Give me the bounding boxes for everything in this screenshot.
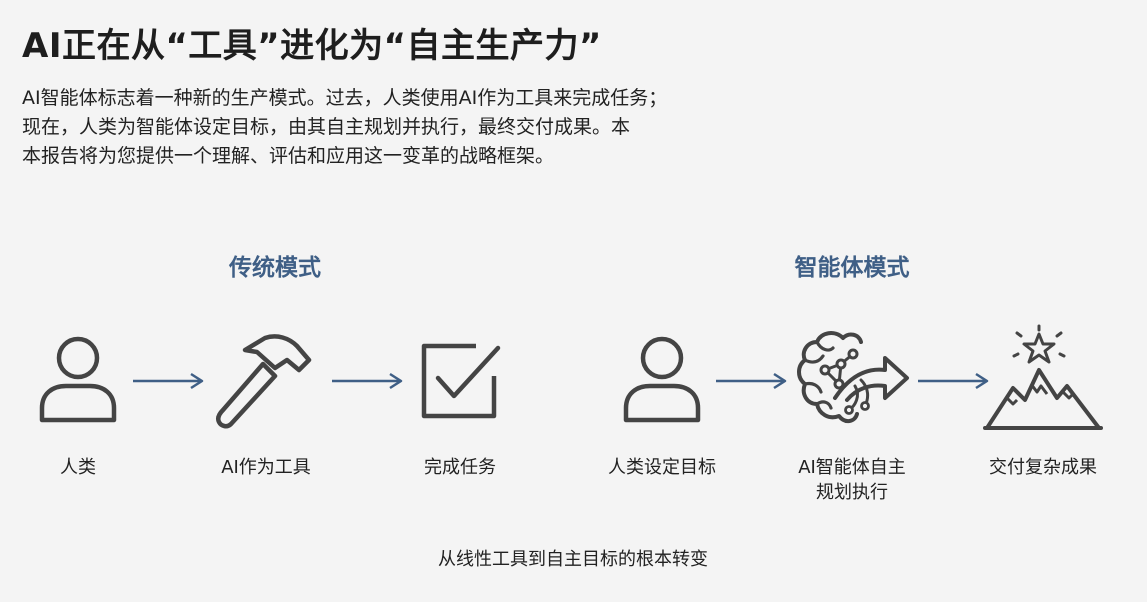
node-label-human-sets-goal: 人类设定目标 <box>608 457 716 478</box>
node-label-human: 人类 <box>60 457 96 478</box>
node-label-complex-result: 交付复杂成果 <box>989 457 1097 478</box>
flow-arrow <box>918 372 990 390</box>
agent-mode-heading: 智能体模式 <box>794 255 910 281</box>
checkbox-icon <box>420 342 502 420</box>
diagram-caption: 从线性工具到自主目标的根本转变 <box>438 549 708 570</box>
flow-arrow <box>133 372 205 390</box>
person-icon <box>622 334 702 424</box>
traditional-mode-heading: 传统模式 <box>229 255 321 281</box>
page-title: AI正在从“工具”进化为“自主生产力” <box>22 26 602 66</box>
intro-paragraph: AI智能体标志着一种新的生产模式。过去，人类使用AI作为工具来完成任务； 现在，… <box>22 84 722 171</box>
flow-arrow <box>332 372 404 390</box>
brain-arrow-icon <box>795 326 910 436</box>
intro-line: AI智能体标志着一种新的生产模式。过去，人类使用AI作为工具来完成任务； <box>22 87 668 109</box>
hammer-icon <box>215 330 315 430</box>
mountain-peak-icon <box>983 324 1103 432</box>
node-label-ai-tool: AI作为工具 <box>221 457 311 478</box>
node-label-task-done: 完成任务 <box>424 457 496 478</box>
node-label-agent-plans: AI智能体自主 规划执行 <box>798 457 906 503</box>
flow-arrow <box>716 372 788 390</box>
intro-line: 现在，人类为智能体设定目标，由其自主规划并执行，最终交付成果。本 <box>22 116 631 138</box>
intro-line: 本报告将为您提供一个理解、评估和应用这一变革的战略框架。 <box>22 145 555 167</box>
person-icon <box>38 334 118 424</box>
